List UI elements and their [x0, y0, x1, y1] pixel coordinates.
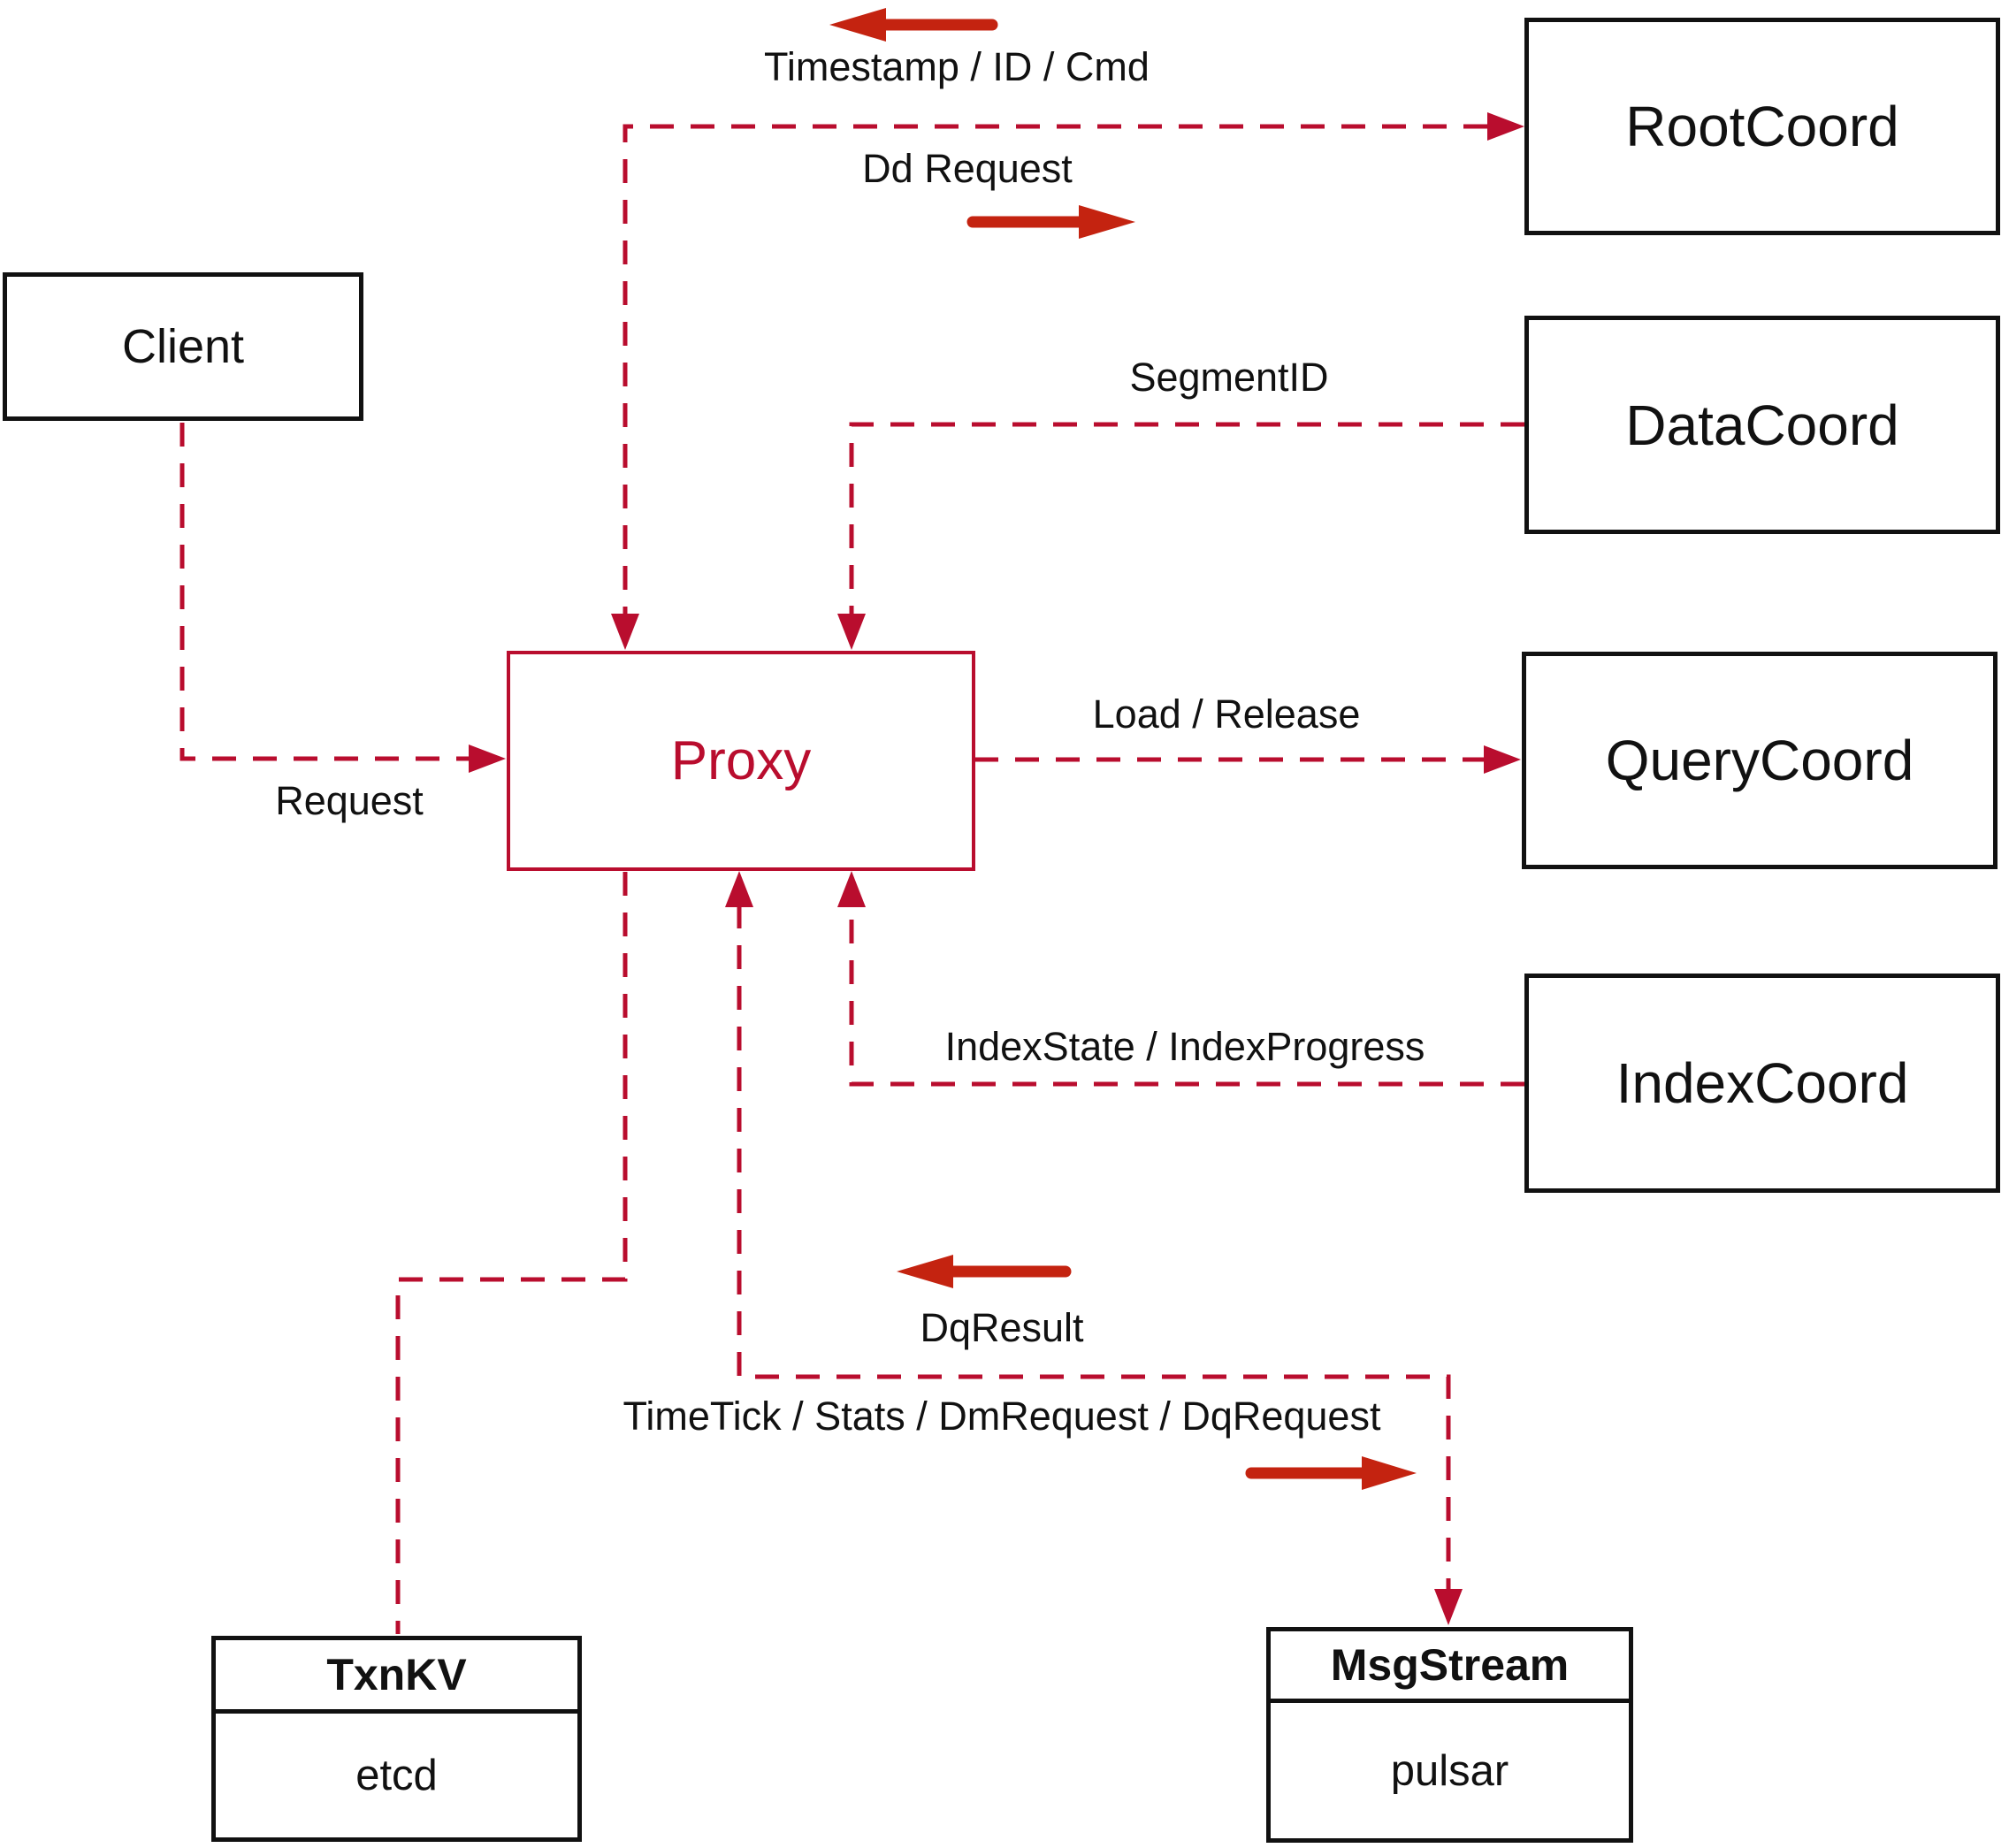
node-proxy: Proxy [507, 651, 975, 871]
edge-label-dd-request: Dd Request [862, 146, 1073, 191]
edge-client-proxy [180, 423, 472, 761]
arrowhead-into-proxy-top-left-icon [611, 614, 639, 650]
edge-label-load-release: Load / Release [1092, 691, 1361, 737]
node-data-coord-label: DataCoord [1625, 393, 1899, 457]
node-query-coord-label: QueryCoord [1605, 729, 1914, 792]
arrowhead-into-proxy-left-icon [469, 745, 506, 773]
edge-label-request: Request [275, 778, 424, 823]
edge-indexcoord-proxy [849, 905, 1524, 1087]
arrowhead-into-proxy-bottom-right-icon [837, 871, 866, 907]
edge-proxy-msgstream [737, 905, 1451, 1592]
node-txn-kv-title: TxnKV [216, 1640, 577, 1714]
node-root-coord: RootCoord [1524, 18, 2000, 235]
node-index-coord-label: IndexCoord [1616, 1051, 1909, 1115]
node-msg-stream-title: MsgStream [1271, 1631, 1629, 1703]
edge-label-dq-result: DqResult [920, 1305, 1084, 1350]
edge-label-segment-id: SegmentID [1129, 355, 1329, 400]
node-client: Client [3, 272, 363, 421]
edge-label-index-state-progress: IndexState / IndexProgress [944, 1024, 1425, 1069]
arrowhead-into-proxy-bottom-left-icon [725, 871, 753, 907]
edge-proxy-txnkv [395, 872, 628, 1634]
edge-label-time-tick-stats: TimeTick / Stats / DmRequest / DqRequest [623, 1394, 1381, 1439]
arrow-left-timestamp-icon [829, 8, 998, 42]
arrow-right-dd-request-icon [966, 205, 1135, 239]
arrowhead-into-msgstream-icon [1434, 1589, 1463, 1625]
node-msg-stream: MsgStream pulsar [1266, 1627, 1633, 1843]
node-msg-stream-impl: pulsar [1390, 1746, 1509, 1795]
node-txn-kv-impl: etcd [355, 1752, 438, 1799]
node-client-label: Client [121, 320, 245, 373]
edge-proxy-rootcoord [623, 124, 1487, 616]
node-data-coord: DataCoord [1524, 316, 2000, 534]
edge-label-timestamp-id-cmd: Timestamp / ID / Cmd [764, 44, 1150, 89]
arrowhead-into-proxy-top-right-icon [837, 614, 866, 650]
arrow-left-dq-result-icon [897, 1255, 1072, 1288]
node-proxy-label: Proxy [670, 730, 812, 791]
node-index-coord: IndexCoord [1524, 974, 2000, 1193]
arrowhead-into-rootcoord-icon [1487, 112, 1524, 141]
node-txn-kv: TxnKV etcd [211, 1636, 582, 1842]
edge-datacoord-proxy [849, 422, 1524, 616]
node-query-coord: QueryCoord [1522, 652, 1998, 869]
node-root-coord-label: RootCoord [1625, 95, 1899, 158]
arrow-right-time-tick-icon [1245, 1456, 1417, 1490]
arrowhead-into-querycoord-icon [1484, 745, 1521, 774]
